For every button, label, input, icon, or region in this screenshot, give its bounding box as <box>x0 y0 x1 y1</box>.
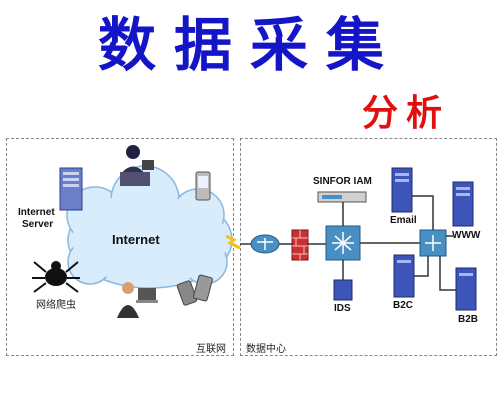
core-switch-icon <box>325 225 361 261</box>
b2c-server-icon <box>393 254 415 298</box>
pda-icon <box>195 171 211 201</box>
datacenter-panel <box>240 138 497 356</box>
spider-icon <box>32 261 80 293</box>
access-switch-icon <box>419 229 447 257</box>
iam-appliance-icon <box>317 191 367 203</box>
page-subtitle: 分析 <box>362 93 451 134</box>
b2b-server-icon <box>455 267 477 311</box>
server-icon <box>59 167 83 211</box>
internet-cloud <box>66 165 233 289</box>
ids-label: IDS <box>334 303 351 314</box>
www-server-icon <box>452 181 474 227</box>
page-title: 数据采集 <box>97 11 402 79</box>
server-label-1: Internet <box>18 207 55 218</box>
laptop-user-icon <box>117 282 158 318</box>
server-label-2: Server <box>22 219 54 230</box>
cloud-label: Internet <box>112 232 160 247</box>
b2c-label: B2C <box>393 300 414 311</box>
email-server-icon <box>391 167 413 213</box>
handheld-devices-icon <box>176 274 213 306</box>
spider-label: 网络爬虫 <box>36 300 76 311</box>
email-label: Email <box>390 215 417 226</box>
connection-link <box>225 234 252 250</box>
datacenter-panel-caption: 数据中心 <box>246 344 286 355</box>
iam-label: SINFOR IAM <box>313 176 372 187</box>
router-icon <box>250 234 280 254</box>
www-label: WWW <box>452 230 481 241</box>
user-at-desk-icon <box>120 145 154 186</box>
internet-panel-caption: 互联网 <box>196 344 226 355</box>
b2b-label: B2B <box>458 314 479 325</box>
firewall-icon <box>291 229 309 261</box>
ids-server-icon <box>333 279 353 301</box>
